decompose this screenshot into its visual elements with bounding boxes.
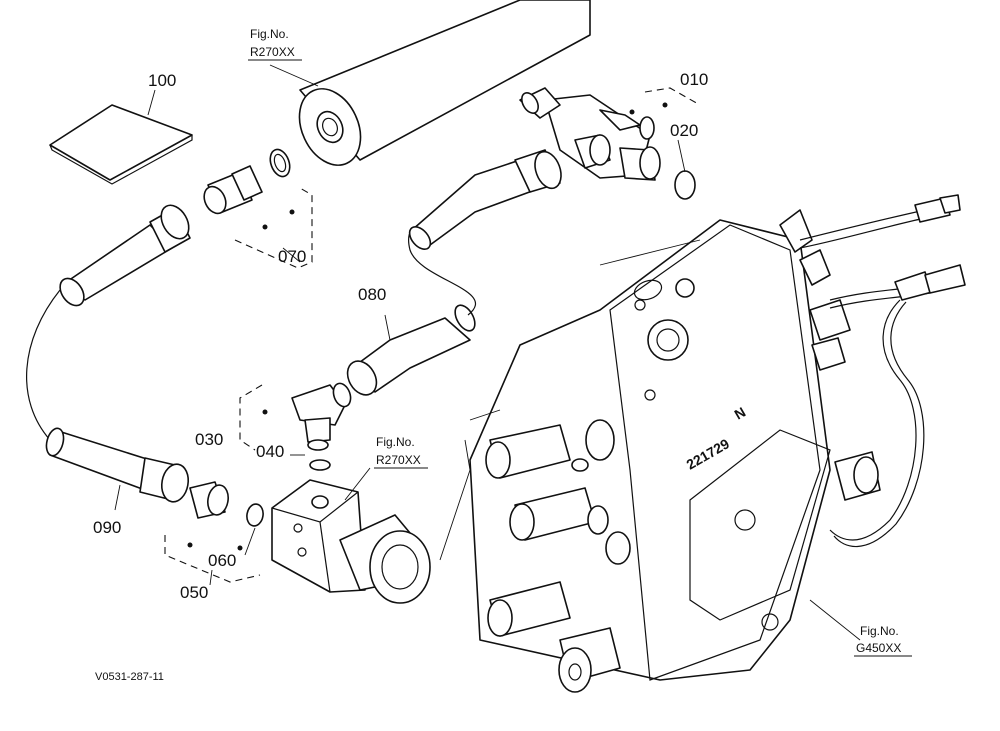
callout-080: 080 (358, 285, 386, 304)
callout-100: 100 (148, 71, 176, 90)
leader-080 (384, 314, 391, 341)
part-090-hose (26, 204, 191, 503)
callout-030: 030 (195, 430, 223, 449)
leader-fig-top (269, 64, 319, 87)
fig-ref-mid-code: R270XX (376, 453, 421, 467)
part-010-tee (519, 87, 696, 200)
frame-line-a (599, 239, 701, 266)
callout-010: 010 (680, 70, 708, 89)
fig-ref-right-code: G450XX (856, 641, 901, 655)
part-100-sheet (49, 104, 193, 185)
part-070-adapter (203, 148, 295, 230)
callout-060: 060 (208, 551, 236, 570)
leader-060 (244, 527, 256, 556)
part-080-hose (346, 149, 562, 396)
solenoid-block (271, 479, 431, 604)
callout-070: 070 (278, 247, 306, 266)
frame-line-b (469, 409, 501, 421)
leader-100 (147, 89, 156, 116)
cylinder-top (298, 0, 591, 166)
control-valve (469, 194, 966, 693)
fig-ref-right-label: Fig.No. (860, 624, 899, 638)
bracket-070 (234, 187, 313, 269)
fig-ref-top-code: R270XX (250, 45, 295, 59)
leader-fig-mid (344, 467, 371, 501)
callout-050: 050 (180, 583, 208, 602)
callout-090: 090 (93, 518, 121, 537)
leader-fig-right (809, 599, 861, 641)
callout-020: 020 (670, 121, 698, 140)
drawing-code: V0531-287-11 (95, 671, 164, 683)
fig-ref-top-label: Fig.No. (250, 27, 289, 41)
leader-070 (282, 247, 301, 263)
leader-050 (209, 569, 213, 586)
fig-ref-mid-label: Fig.No. (376, 435, 415, 449)
leader-090 (114, 484, 121, 511)
part-050-adapter (187, 481, 264, 551)
leader-020 (677, 139, 686, 173)
part-030-elbow (262, 382, 352, 471)
callout-040: 040 (256, 442, 284, 461)
bracket-030 (239, 384, 263, 451)
frame-line-c (439, 439, 471, 561)
bracket-010 (644, 87, 701, 106)
